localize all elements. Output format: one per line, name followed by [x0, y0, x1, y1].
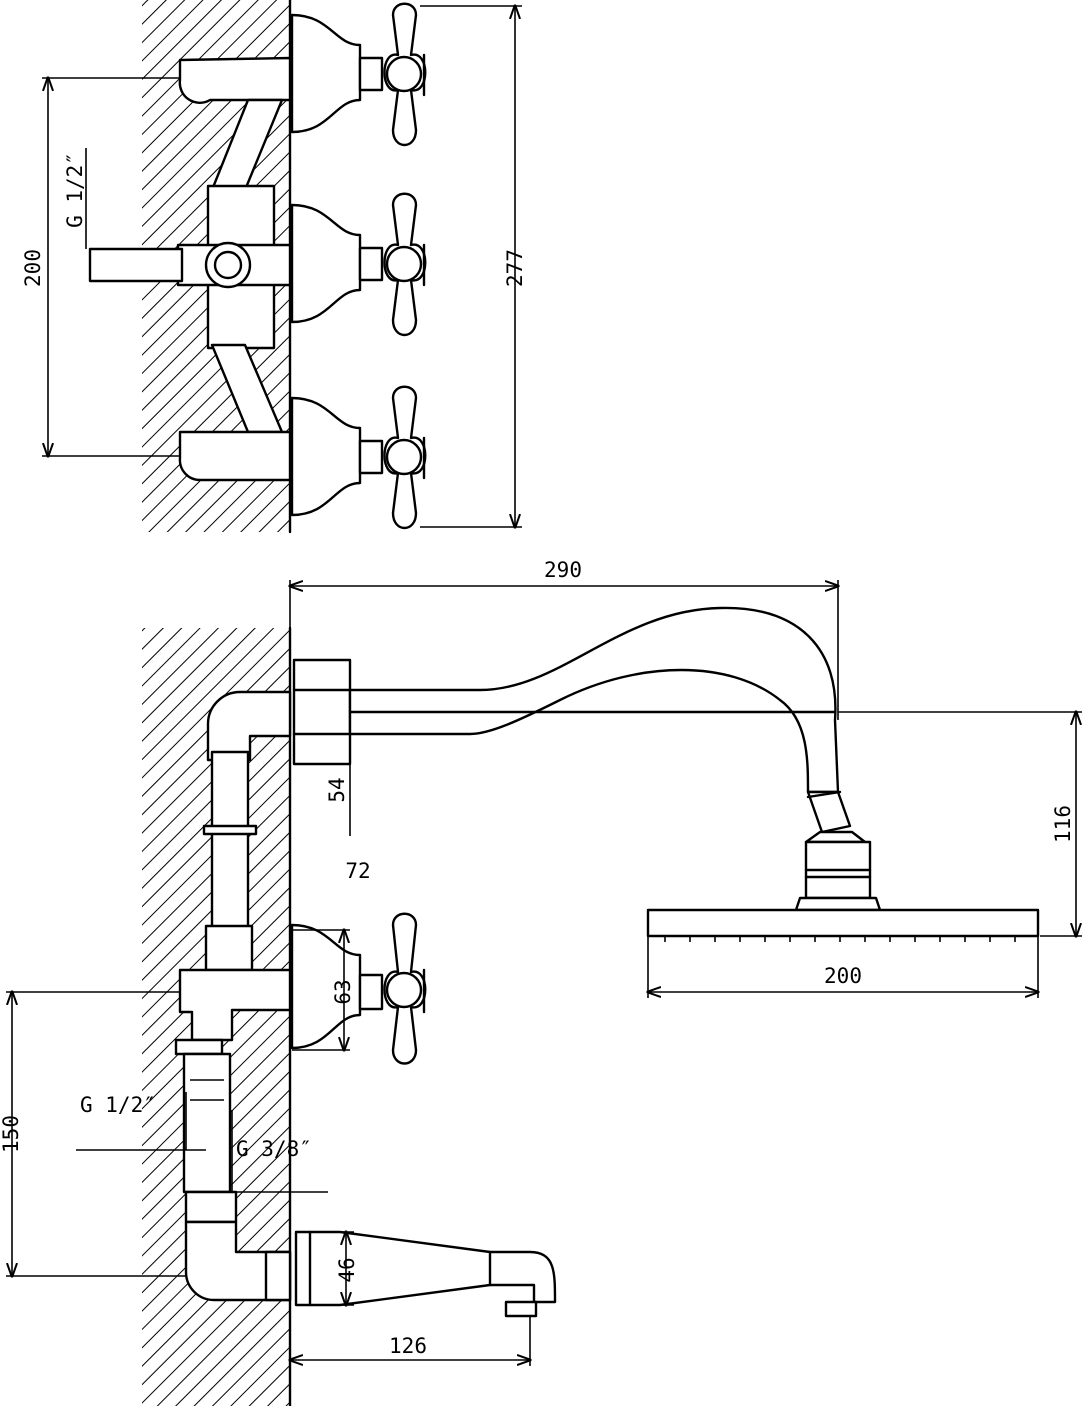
thread-inlet-label: G 1/2″ [80, 1093, 156, 1117]
dim-116: 116 [838, 712, 1082, 936]
dim-290-label: 290 [544, 558, 582, 582]
side-view: 290 116 200 54 72 63 [0, 558, 1082, 1406]
dim-277-top-label: 277 [503, 249, 527, 287]
shower-arm [292, 606, 852, 834]
shower-nozzles [664, 936, 1016, 942]
dim-150-label: 150 [0, 1115, 23, 1153]
dim-200-side: 200 [648, 936, 1038, 998]
valve-side [290, 912, 427, 1065]
dim-63-label: 63 [331, 979, 355, 1004]
dim-46: 46 [296, 1232, 359, 1305]
dim-126: 126 [290, 1068, 530, 1366]
thread-label-top: G 1/2″ [63, 148, 87, 249]
thread-labels-side: G 1/2″ G 3/8″ [76, 1092, 328, 1193]
dim-72-label: 72 [345, 859, 370, 883]
dim-54-label: 54 [325, 777, 349, 802]
dim-63: 63 [292, 930, 355, 1050]
valve-top-2 [290, 192, 427, 337]
mixer-body-top [88, 56, 292, 482]
valve-top-3 [290, 385, 427, 530]
dim-54-72: 54 72 [294, 660, 371, 883]
shower-head [646, 830, 1040, 942]
dim-200-top-label: 200 [21, 249, 45, 287]
dim-126-label: 126 [389, 1334, 427, 1358]
dim-290: 290 [290, 558, 838, 720]
top-view: 200 277 G 1/2″ [21, 0, 527, 534]
valve-top-1 [290, 2, 427, 147]
riser-pipe [174, 690, 292, 1302]
bath-spout [294, 1230, 557, 1318]
dim-200-top: 200 [21, 78, 180, 456]
dim-116-label: 116 [1051, 805, 1075, 843]
dim-277-top: 277 [420, 6, 527, 527]
dim-46-label: 46 [335, 1257, 359, 1282]
dim-200-side-label: 200 [824, 964, 862, 988]
thread-label-top-text: G 1/2″ [63, 152, 87, 228]
thread-outlet-label: G 3/8″ [236, 1137, 312, 1161]
dim-150: 150 [0, 992, 186, 1276]
